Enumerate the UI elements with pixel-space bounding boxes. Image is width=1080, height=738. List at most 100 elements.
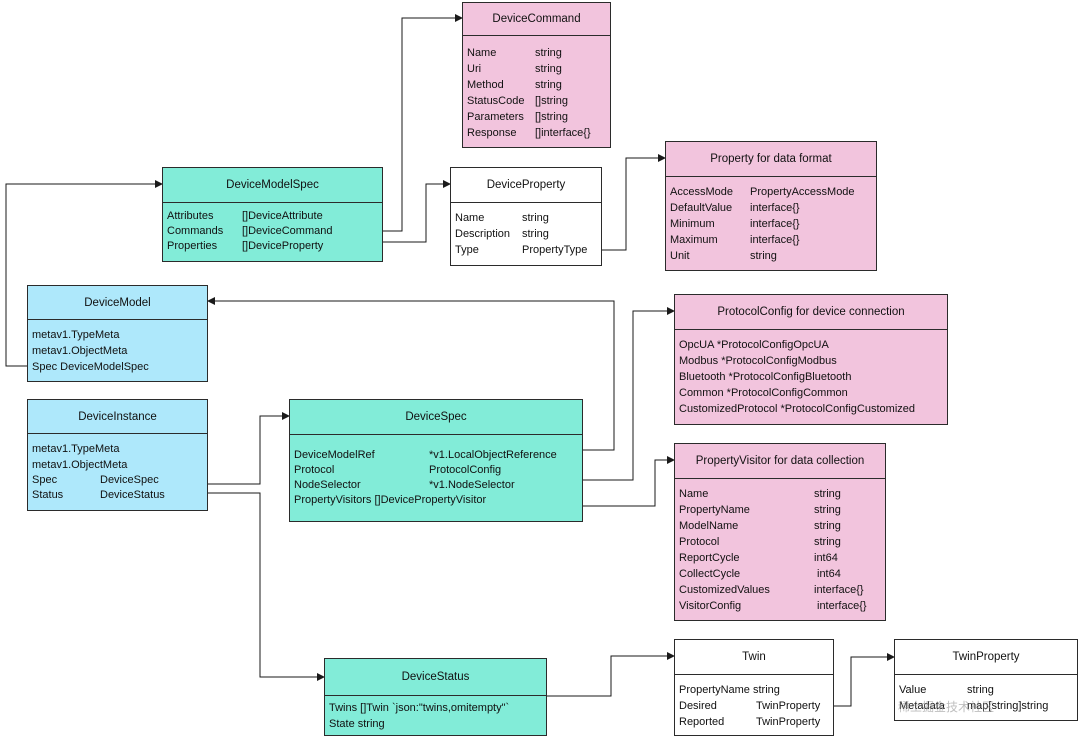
field-name: Reported: [679, 716, 725, 728]
field-row: metav1.TypeMeta: [32, 327, 205, 343]
field-type: string: [522, 212, 549, 224]
connector-twins-to-twin: [547, 652, 675, 697]
connector-visitors-to-propertyvisitor: [583, 456, 675, 507]
field-name: Metadata: [899, 700, 945, 712]
field-line: Common *ProtocolConfigCommon: [679, 387, 848, 399]
field-line: metav1.TypeMeta: [32, 443, 120, 455]
field-type: DeviceStatus: [100, 489, 165, 501]
field-row: Name string: [455, 210, 599, 226]
field-line: Modbus *ProtocolConfigModbus: [679, 355, 837, 367]
field-line: metav1.TypeMeta: [32, 329, 120, 341]
field-type: string: [967, 684, 994, 696]
field-type: map[string]string: [967, 700, 1049, 712]
field-name: DeviceModelRef: [294, 449, 375, 461]
field-row: Description string: [455, 226, 599, 242]
field-row: Parameters[]string: [467, 109, 608, 125]
field-name: Name: [455, 212, 485, 224]
field-line: OpcUA *ProtocolConfigOpcUA: [679, 339, 829, 351]
field-row: OpcUA *ProtocolConfigOpcUA: [679, 337, 945, 353]
field-row: CollectCycle int64: [679, 566, 883, 582]
field-name: Response: [467, 127, 517, 139]
field-type: interface{}: [750, 234, 800, 246]
field-row: Protocol string: [679, 534, 883, 550]
field-type: string: [750, 250, 777, 262]
field-row: Common *ProtocolConfigCommon: [679, 385, 945, 401]
field-name: Minimum: [670, 218, 715, 230]
field-type: interface{}: [817, 600, 867, 612]
field-name: Name: [467, 47, 497, 59]
field-type: interface{}: [750, 202, 800, 214]
field-line: Spec DeviceModelSpec: [32, 361, 149, 373]
field-row: NodeSelector *v1.NodeSelector: [294, 478, 580, 493]
field-line: PropertyVisitors []DevicePropertyVisitor: [294, 494, 487, 506]
devicespec-box: DeviceSpec DeviceModelRef*v1.LocalObject…: [289, 399, 583, 522]
field-type: string: [814, 504, 841, 516]
field-name: Unit: [670, 250, 690, 262]
field-name: Status: [32, 489, 64, 501]
protocolconfig-box: ProtocolConfig for device connection Opc…: [674, 294, 948, 425]
field-name: Name: [679, 488, 709, 500]
field-name: VisitorConfig: [679, 600, 742, 612]
field-name: Description: [455, 228, 511, 240]
field-type: int64: [817, 568, 841, 580]
deviceproperty-box: DeviceProperty Name string Description str…: [450, 167, 602, 266]
property-format-title: Property for data format: [666, 142, 876, 177]
field-row: ReportCycle int64: [679, 550, 883, 566]
devicestatus-title: DeviceStatus: [325, 659, 546, 696]
field-row: Attributes[]DeviceAttribute: [167, 209, 380, 224]
field-name: Desired: [679, 700, 717, 712]
field-name: ReportCycle: [679, 552, 740, 564]
field-type: PropertyAccessMode: [750, 186, 855, 198]
field-name: Protocol: [679, 536, 720, 548]
deviceproperty-title: DeviceProperty: [451, 168, 601, 203]
field-name: Value: [899, 684, 927, 696]
field-name: PropertyName: [679, 504, 750, 516]
watermark: 稀土掘金技术社区: [898, 700, 995, 714]
field-type: string: [814, 536, 841, 548]
connector-protocol-to-protocolconfig: [583, 307, 675, 481]
protocolconfig-title: ProtocolConfig for device connection: [675, 295, 947, 330]
field-row: Spec DeviceModelSpec: [32, 359, 205, 375]
field-name: Properties: [167, 240, 218, 252]
field-type: string: [522, 228, 549, 240]
field-name: NodeSelector: [294, 479, 361, 491]
field-type: string: [535, 79, 562, 91]
field-row: Name string: [679, 486, 883, 502]
field-type: int64: [814, 552, 838, 564]
field-row: State string: [329, 716, 544, 732]
field-type: *v1.NodeSelector: [429, 479, 515, 491]
field-name: Commands: [167, 225, 224, 237]
field-row: metav1.ObjectMeta: [32, 457, 205, 473]
field-line: metav1.ObjectMeta: [32, 459, 128, 471]
field-row: VisitorConfig interface{}: [679, 598, 883, 614]
field-name: Parameters: [467, 111, 524, 123]
field-row: metav1.TypeMeta: [32, 441, 205, 457]
deviceinstance-box: DeviceInstance metav1.TypeMeta metav1.Ob…: [27, 399, 208, 511]
field-type: interface{}: [814, 584, 864, 596]
field-type: []interface{}: [535, 127, 591, 139]
devicespec-title: DeviceSpec: [290, 400, 582, 435]
field-type: ProtocolConfig: [429, 464, 502, 476]
field-row: Value string: [899, 682, 1075, 698]
field-line: Twins []Twin `json:"twins,omitempty"`: [329, 702, 510, 714]
field-name: CollectCycle: [679, 568, 741, 580]
field-line: metav1.ObjectMeta: [32, 345, 128, 357]
field-name: StatusCode: [467, 95, 525, 107]
devicemodel-title: DeviceModel: [28, 286, 207, 320]
field-row: PropertyName string: [679, 682, 831, 698]
field-row: CustomizedProtocol *ProtocolConfigCustom…: [679, 401, 945, 417]
field-type: string: [814, 488, 841, 500]
field-row: Metadata map[string]string: [899, 698, 1075, 714]
